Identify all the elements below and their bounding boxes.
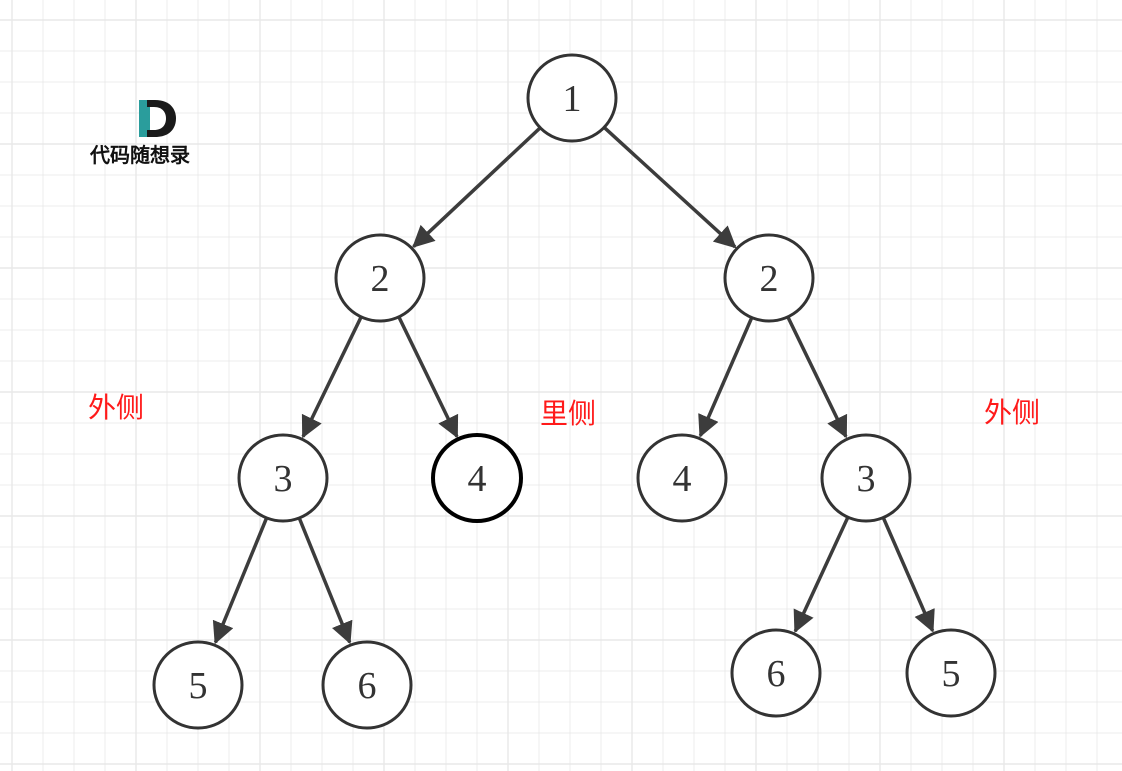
node-circle <box>820 433 912 523</box>
node-value: 2 <box>371 258 390 300</box>
node-circle <box>723 233 815 323</box>
node-circle <box>730 628 822 718</box>
tree-nodes: 1 2 2 3 4 4 3 5 6 6 5 <box>152 53 997 730</box>
edge-rr-rrl <box>793 517 850 634</box>
node-circle <box>905 628 997 718</box>
edge-root-l <box>412 126 542 248</box>
node-value: 4 <box>673 458 692 500</box>
node-value: 4 <box>468 458 487 500</box>
edge-l-lr <box>397 316 459 439</box>
edge-root-r <box>603 126 737 249</box>
tree-node-lr: 4 <box>431 433 523 523</box>
logo-d-icon <box>139 100 176 137</box>
tree-node-rrr: 5 <box>905 628 997 718</box>
tree-node-rrl: 6 <box>730 628 822 718</box>
edge-ll-lll <box>212 518 268 645</box>
tree-node-rl: 4 <box>636 433 728 523</box>
node-value: 3 <box>857 458 876 500</box>
edge-rr-rrr <box>881 517 935 633</box>
edge-ll-llr <box>297 518 353 645</box>
tree-node-ll: 3 <box>237 433 329 523</box>
tree-edges <box>212 126 935 645</box>
logo-text: 代码随想录 <box>89 143 190 167</box>
edge-r-rl <box>698 317 754 438</box>
node-circle <box>431 433 523 523</box>
tree-node-llr: 6 <box>321 640 413 730</box>
node-value: 3 <box>274 458 293 500</box>
node-circle <box>321 640 413 730</box>
label-right-outer: 外侧 <box>984 396 1040 429</box>
node-circle <box>636 433 728 523</box>
node-value: 1 <box>563 78 582 120</box>
label-inner: 里侧 <box>540 397 596 430</box>
node-circle <box>526 53 618 143</box>
edge-l-ll <box>301 316 363 439</box>
tree-node-lll: 5 <box>152 640 244 730</box>
node-circle <box>334 233 426 323</box>
node-circle <box>237 433 329 523</box>
tree-node-rr: 3 <box>820 433 912 523</box>
node-value: 5 <box>942 653 961 695</box>
label-left-outer: 外侧 <box>88 391 144 424</box>
node-value: 6 <box>767 653 786 695</box>
logo: 代码随想录 <box>89 100 190 167</box>
node-circle <box>152 640 244 730</box>
node-value: 2 <box>760 258 779 300</box>
tree-node-r: 2 <box>723 233 815 323</box>
node-value: 6 <box>358 665 377 707</box>
tree-node-l: 2 <box>334 233 426 323</box>
tree-node-root: 1 <box>526 53 618 143</box>
edge-r-rr <box>786 316 848 439</box>
node-value: 5 <box>189 665 208 707</box>
